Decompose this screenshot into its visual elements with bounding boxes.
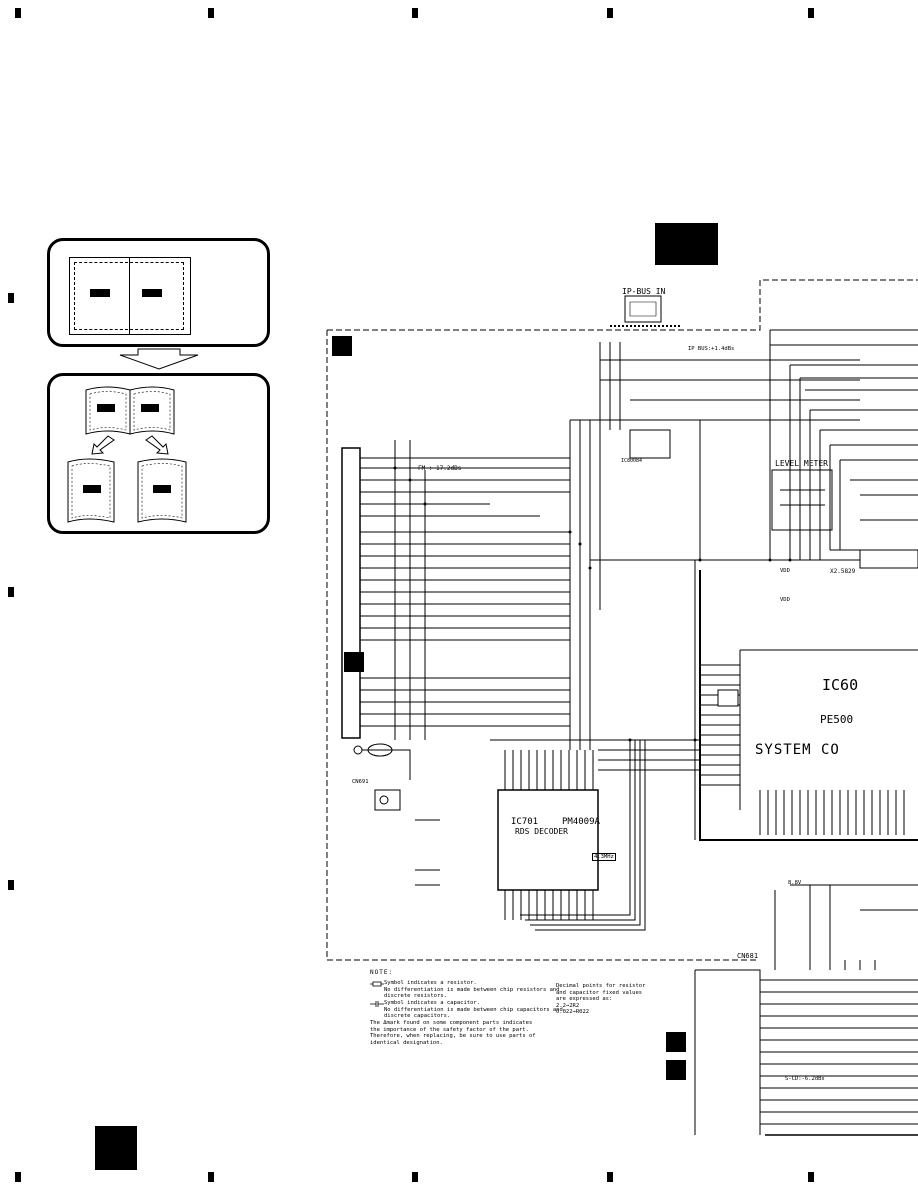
page-section-block [95, 1126, 137, 1170]
column-marker-bottom-4 [607, 1172, 613, 1182]
rds-crystal-label: 4.3MHz [592, 853, 616, 861]
column-marker-3 [412, 8, 418, 18]
sheet-divider [129, 258, 130, 334]
crystal-label: X2.5829 [830, 568, 856, 575]
schematic-ref-d [666, 1060, 686, 1080]
down-arrow-icon [119, 348, 199, 370]
column-marker-bottom-2 [208, 1172, 214, 1182]
cd-level-label: S-CD:-6.2dBs [785, 1076, 825, 1082]
column-marker-bottom-3 [412, 1172, 418, 1182]
sheet-layout-guide [47, 238, 270, 347]
safety-note: The Δmark found on some component parts … [370, 1020, 536, 1046]
column-marker-1 [15, 8, 21, 18]
ipbus-level-label: IP BUS:+1.4dBs [688, 346, 735, 352]
open-book-icon [67, 386, 187, 523]
column-marker-4 [607, 8, 613, 18]
ic-rds-label: IC701 [511, 817, 539, 827]
column-marker-2 [208, 8, 214, 18]
sheet-outline [69, 257, 191, 335]
column-marker-5 [808, 8, 814, 18]
fm-level-label: FM :-17.2dBs [418, 465, 462, 472]
schematic-ref-c [666, 1032, 686, 1052]
sheet-part-left [90, 289, 110, 297]
notes-heading: NOTE: [370, 969, 394, 976]
sheet-part-right [142, 289, 162, 297]
vdd-label-1: VDD [780, 568, 790, 574]
ic-main-part: PE500 [820, 713, 854, 726]
ic-rds-function: RDS DECODER [515, 827, 568, 836]
column-marker-bottom-5 [808, 1172, 814, 1182]
cn681-label: CN681 [737, 952, 759, 960]
ic-main-label: IC60 [822, 676, 859, 694]
sheet-title-block [655, 223, 718, 265]
cn691-label: CN691 [352, 779, 369, 785]
decimal-note: Decimal points for resistor and capacito… [556, 983, 646, 1015]
ic-rds-part: PM4009A [562, 817, 600, 827]
ic-main-function: SYSTEM CO [755, 742, 840, 758]
row-marker-b [8, 587, 14, 597]
row-marker-a [8, 293, 14, 303]
resistor-note: Symbol indicates a resistor. No differen… [384, 980, 560, 999]
row-marker-c [8, 880, 14, 890]
vdd-label-2: VDD [780, 597, 790, 603]
schematic-ref-b [344, 652, 364, 672]
capacitor-symbol-icon [370, 1001, 384, 1007]
column-marker-bottom-1 [15, 1172, 21, 1182]
schematic-ref-a [332, 336, 352, 356]
schematic-diagram [326, 279, 918, 1136]
voltage-8v-label: 8.8V [788, 880, 802, 886]
level-meter-label: LEVEL METER [775, 459, 828, 468]
ic-small-label: IC80084 [621, 458, 643, 464]
capacitor-note: Symbol indicates a capacitor. No differe… [384, 1000, 563, 1019]
ipbus-connector-label: IP-BUS IN [622, 287, 666, 296]
booklet-layout-guide [47, 373, 270, 534]
resistor-symbol-icon [370, 981, 384, 987]
ipbus-connector [624, 295, 662, 323]
